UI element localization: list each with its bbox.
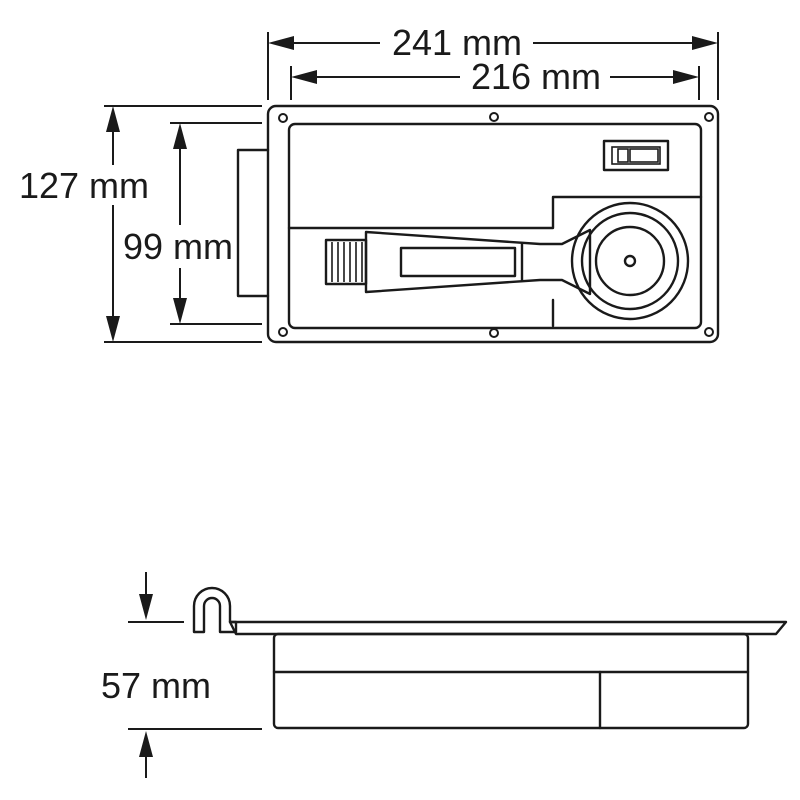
label-depth: 57 mm xyxy=(101,665,211,706)
dim-depth: 57 mm xyxy=(101,572,262,778)
side-flange xyxy=(228,620,788,636)
outer-flange xyxy=(266,104,720,344)
dim-inner-width: 216 mm xyxy=(290,56,700,100)
dim-inner-height: 99 mm xyxy=(123,122,262,325)
inner-recess xyxy=(287,122,703,330)
spray-handle xyxy=(324,228,592,296)
screw-hole xyxy=(704,112,714,122)
dim-outer-width: 241 mm xyxy=(267,22,719,100)
screw-hole xyxy=(278,327,288,337)
screw-hole xyxy=(489,112,499,122)
mounting-hook xyxy=(192,586,238,634)
screw-hole xyxy=(278,113,288,123)
hose-reel xyxy=(570,201,690,321)
top-view: 241 mm 216 mm 127 mm xyxy=(19,22,720,344)
label-outer-width: 241 mm xyxy=(392,22,522,63)
hose-compartment xyxy=(287,195,703,230)
side-view: 57 mm xyxy=(101,572,788,778)
label-inner-width: 216 mm xyxy=(471,56,601,97)
label-outer-height: 127 mm xyxy=(19,165,149,206)
side-body xyxy=(272,632,750,730)
screw-hole xyxy=(704,327,714,337)
dim-outer-height: 127 mm xyxy=(19,105,262,343)
screw-hole xyxy=(489,328,499,338)
switch-icon xyxy=(602,139,670,172)
side-box xyxy=(236,148,270,298)
label-inner-height: 99 mm xyxy=(123,226,233,267)
